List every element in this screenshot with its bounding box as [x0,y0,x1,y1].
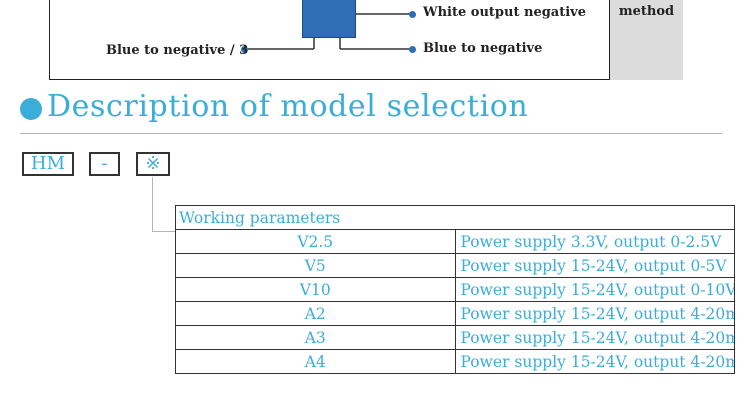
label-blue-to-negative-3: Blue to negative / 3 [106,43,249,58]
table-header-row: Working parameters [175,205,735,230]
table-row: A2 Power supply 15-24V, output 4-20mA, t… [175,301,735,326]
param-code: V5 [175,253,456,278]
section-divider [20,133,722,134]
terminal-dot-white-out [409,11,416,18]
param-code: A2 [175,301,456,326]
sensor-block [302,0,356,38]
wiring-lines [244,13,412,50]
table-row: V5 Power supply 15-24V, output 0-5V [175,253,735,278]
param-description: Power supply 15-24V, output 0-5V [454,253,735,278]
param-description: Power supply 15-24V, output 4-20mA, Four… [454,349,735,374]
table-row: A4 Power supply 15-24V, output 4-20mA, F… [175,349,735,374]
param-code: A3 [175,325,456,350]
working-parameters-table: Working parameters V2.5 Power supply 3.3… [175,205,735,374]
table-row: V10 Power supply 15-24V, output 0-10V [175,277,735,302]
table-row: A3 Power supply 15-24V, output 4-20mA, t… [175,325,735,350]
param-code: V2.5 [175,229,456,254]
param-description: Power supply 15-24V, output 0-10V [454,277,735,302]
terminal-dot-blue-neg [409,46,416,53]
model-code-prefix: HM [22,152,74,176]
terminal-dot-blue-neg-3 [241,46,248,53]
wiring-method-cell: method [609,0,683,80]
connector-line-h [152,231,175,232]
param-description: Power supply 15-24V, output 4-20mA, two … [454,301,735,326]
param-description: Power supply 3.3V, output 0-2.5V [454,229,735,254]
model-code-separator: - [89,152,120,176]
method-label: method [618,4,675,19]
section-title: Description of model selection [47,89,529,124]
section-bullet-icon [20,98,42,120]
table-row: V2.5 Power supply 3.3V, output 0-2.5V [175,229,735,254]
connector-line [152,177,153,231]
label-blue-to-negative: Blue to negative [423,41,543,56]
table-header: Working parameters [175,205,735,230]
param-description: Power supply 15-24V, output 4-20mA, thre… [454,325,735,350]
label-white-output-negative: White output negative [423,5,586,20]
param-code: A4 [175,349,456,374]
model-code-placeholder: ※ [136,152,170,176]
param-code: V10 [175,277,456,302]
